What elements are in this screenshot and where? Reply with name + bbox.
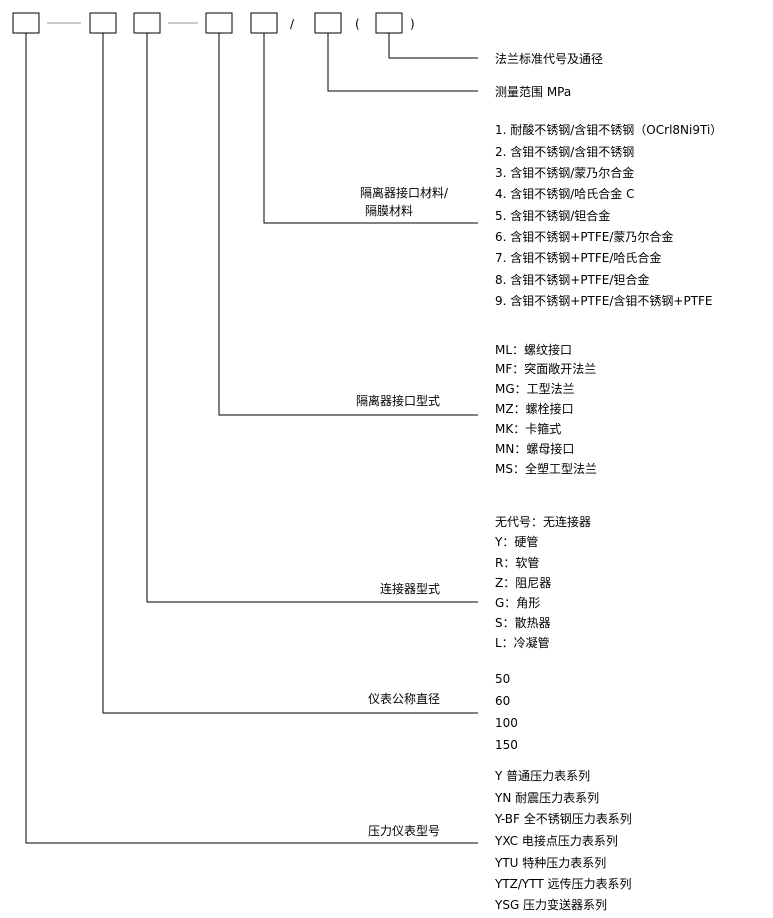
- range-label: 测量范围 MPa: [495, 85, 571, 99]
- connector-options: 无代号：无连接器 Y：硬管 R：软管 Z：阻尼器 G：角形 S：散热器 L：冷凝…: [494, 514, 591, 650]
- connector-label: 连接器型式: [380, 581, 440, 596]
- field-labels: 法兰标准代号及通径 测量范围 MPa 隔离器接口材料/ 隔膜材料 隔离器接口型式…: [356, 52, 603, 838]
- connector-option: 无代号：无连接器: [495, 514, 591, 529]
- leader-lines: [25, 33, 478, 844]
- interface-option: MF：突面敞开法兰: [495, 361, 596, 376]
- material-option: 9. 含钼不锈钢+PTFE/含钼不锈钢+PTFE: [495, 293, 713, 308]
- diameter-option: 150: [495, 738, 518, 752]
- leader-line-material: [263, 33, 478, 224]
- connector-option: G：角形: [495, 596, 540, 610]
- model-option: YTU 特种压力表系列: [494, 855, 606, 870]
- connector-option: Z：阻尼器: [495, 576, 551, 590]
- code-box-diameter: [89, 12, 117, 34]
- material-option: 2. 含钼不锈钢/含钼不锈钢: [495, 144, 634, 159]
- interface-options: ML：螺纹接口 MF：突面敞开法兰 MG：工型法兰 MZ：螺栓接口 MK：卡箍式…: [495, 342, 597, 476]
- slash-separator: /: [290, 17, 295, 31]
- diameter-option: 60: [495, 694, 510, 708]
- code-box-model: [12, 12, 40, 34]
- material-options: 1. 耐酸不锈钢/含钼不锈钢（OCrl8Ni9Ti） 2. 含钼不锈钢/含钼不锈…: [495, 122, 722, 308]
- model-option: YN 耐震压力表系列: [494, 791, 599, 805]
- model-option: YSG 压力变送器系列: [494, 897, 607, 912]
- diameter-options: 50 60 100 150: [495, 672, 518, 752]
- open-paren: (: [355, 17, 360, 31]
- model-label: 压力仪表型号: [368, 824, 440, 838]
- interface-option: MS：全塑工型法兰: [495, 461, 597, 476]
- material-option: 4. 含钼不锈钢/哈氏合金 C: [495, 186, 635, 201]
- interface-option: MG：工型法兰: [495, 382, 575, 396]
- diameter-label: 仪表公称直径: [368, 692, 440, 706]
- model-option: YTZ/YTT 远传压力表系列: [494, 876, 632, 891]
- interface-label: 隔离器接口型式: [356, 393, 440, 408]
- material-label-line2: 隔膜材料: [365, 204, 413, 218]
- diameter-option: 50: [495, 672, 510, 686]
- connector-option: Y：硬管: [494, 534, 538, 549]
- model-options: Y 普通压力表系列 YN 耐震压力表系列 Y-BF 全不锈钢压力表系列 YXC …: [494, 769, 632, 912]
- diameter-option: 100: [495, 716, 518, 730]
- connector-option: L：冷凝管: [495, 635, 550, 650]
- material-option: 3. 含钼不锈钢/蒙乃尔合金: [495, 165, 634, 180]
- interface-option: ML：螺纹接口: [495, 342, 572, 357]
- code-box-material: [250, 12, 278, 34]
- code-box-range: [314, 12, 342, 34]
- model-option: Y-BF 全不锈钢压力表系列: [494, 811, 632, 826]
- code-box-flange: [375, 12, 403, 34]
- flange-label: 法兰标准代号及通径: [495, 52, 603, 66]
- material-label-line1: 隔离器接口材料/: [360, 185, 449, 200]
- material-option: 8. 含钼不锈钢+PTFE/钽合金: [495, 272, 649, 287]
- material-option: 6. 含钼不锈钢+PTFE/蒙乃尔合金: [495, 229, 673, 244]
- leader-line-interface: [218, 33, 478, 416]
- close-paren: ): [410, 17, 415, 31]
- material-option: 5. 含钼不锈钢/钽合金: [495, 208, 610, 223]
- interface-option: MK：卡箍式: [495, 421, 561, 436]
- code-boxes: / ( ): [12, 12, 415, 34]
- leader-line-model: [25, 33, 478, 844]
- model-option: YXC 电接点压力表系列: [494, 833, 618, 848]
- leader-line-diameter: [102, 33, 478, 714]
- interface-option: MZ：螺栓接口: [495, 401, 574, 416]
- interface-option: MN：螺母接口: [495, 441, 574, 456]
- material-option: 1. 耐酸不锈钢/含钼不锈钢（OCrl8Ni9Ti）: [495, 122, 722, 137]
- leader-line-range: [327, 33, 478, 92]
- model-option: Y 普通压力表系列: [494, 769, 590, 783]
- leader-line-connector: [146, 33, 478, 603]
- leader-line-flange: [388, 33, 478, 59]
- code-box-connector: [133, 12, 161, 34]
- material-option: 7. 含钼不锈钢+PTFE/哈氏合金: [495, 250, 661, 265]
- connector-option: R：软管: [495, 555, 539, 570]
- code-box-interface: [205, 12, 233, 34]
- connector-option: S：散热器: [495, 615, 551, 630]
